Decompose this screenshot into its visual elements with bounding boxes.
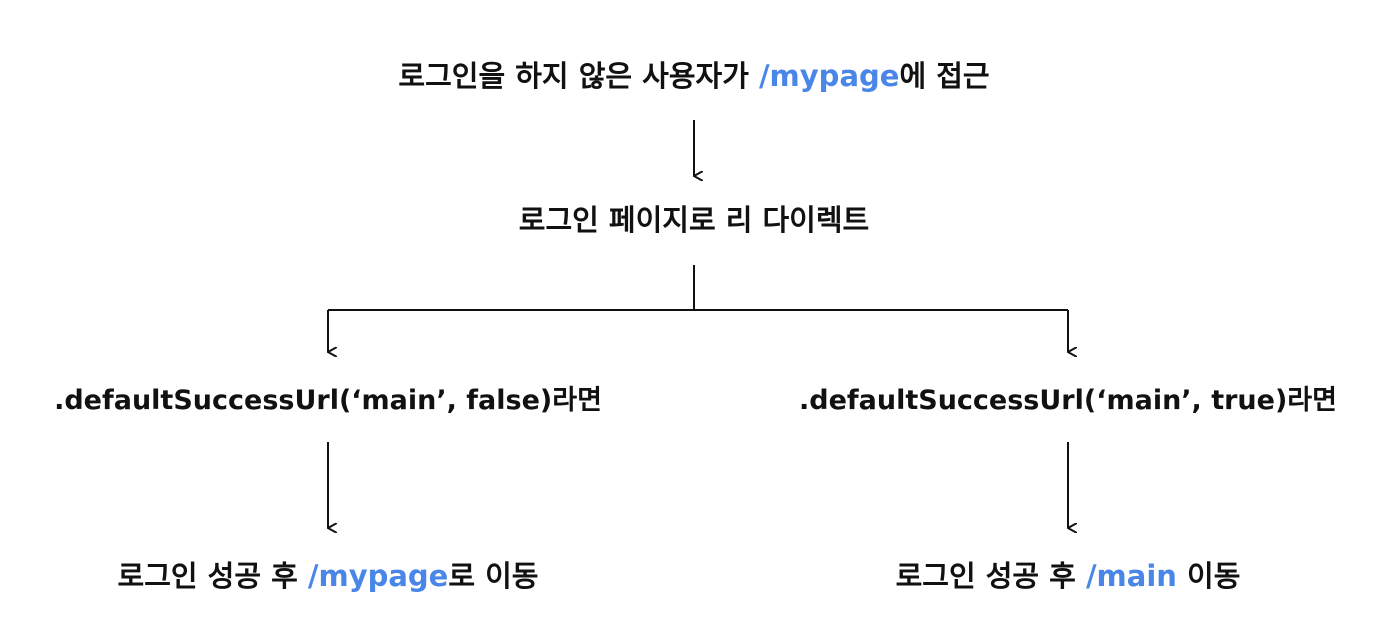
node-result-true: 로그인 성공 후 /main 이동 [896,558,1241,594]
node-access-path: /mypage [758,59,900,93]
node-access-mypage: 로그인을 하지 않은 사용자가 /mypage에 접근 [398,58,989,94]
node-redirect-login: 로그인 페이지로 리 다이렉트 [519,202,869,238]
node-result-true-text-after: 이동 [1176,559,1241,593]
node-result-false-text-after: 로 이동 [448,559,539,593]
node-access-text-after: 에 접근 [899,59,990,93]
node-result-true-text-before: 로그인 성공 후 [895,559,1086,593]
node-result-false-path: /mypage [307,559,449,593]
node-access-text-before: 로그인을 하지 않은 사용자가 [398,59,759,93]
node-option-false: .defaultSuccessUrl(‘main’, false)라면 [54,383,602,419]
node-option-true-text: .defaultSuccessUrl(‘main’, true)라면 [799,385,1337,416]
node-option-false-text: .defaultSuccessUrl(‘main’, false)라면 [54,385,602,416]
node-result-false-text-before: 로그인 성공 후 [117,559,308,593]
node-result-false: 로그인 성공 후 /mypage로 이동 [118,558,539,594]
node-redirect-text: 로그인 페이지로 리 다이렉트 [518,203,870,237]
node-option-true: .defaultSuccessUrl(‘main’, true)라면 [799,383,1337,419]
node-result-true-path: /main [1085,559,1177,593]
